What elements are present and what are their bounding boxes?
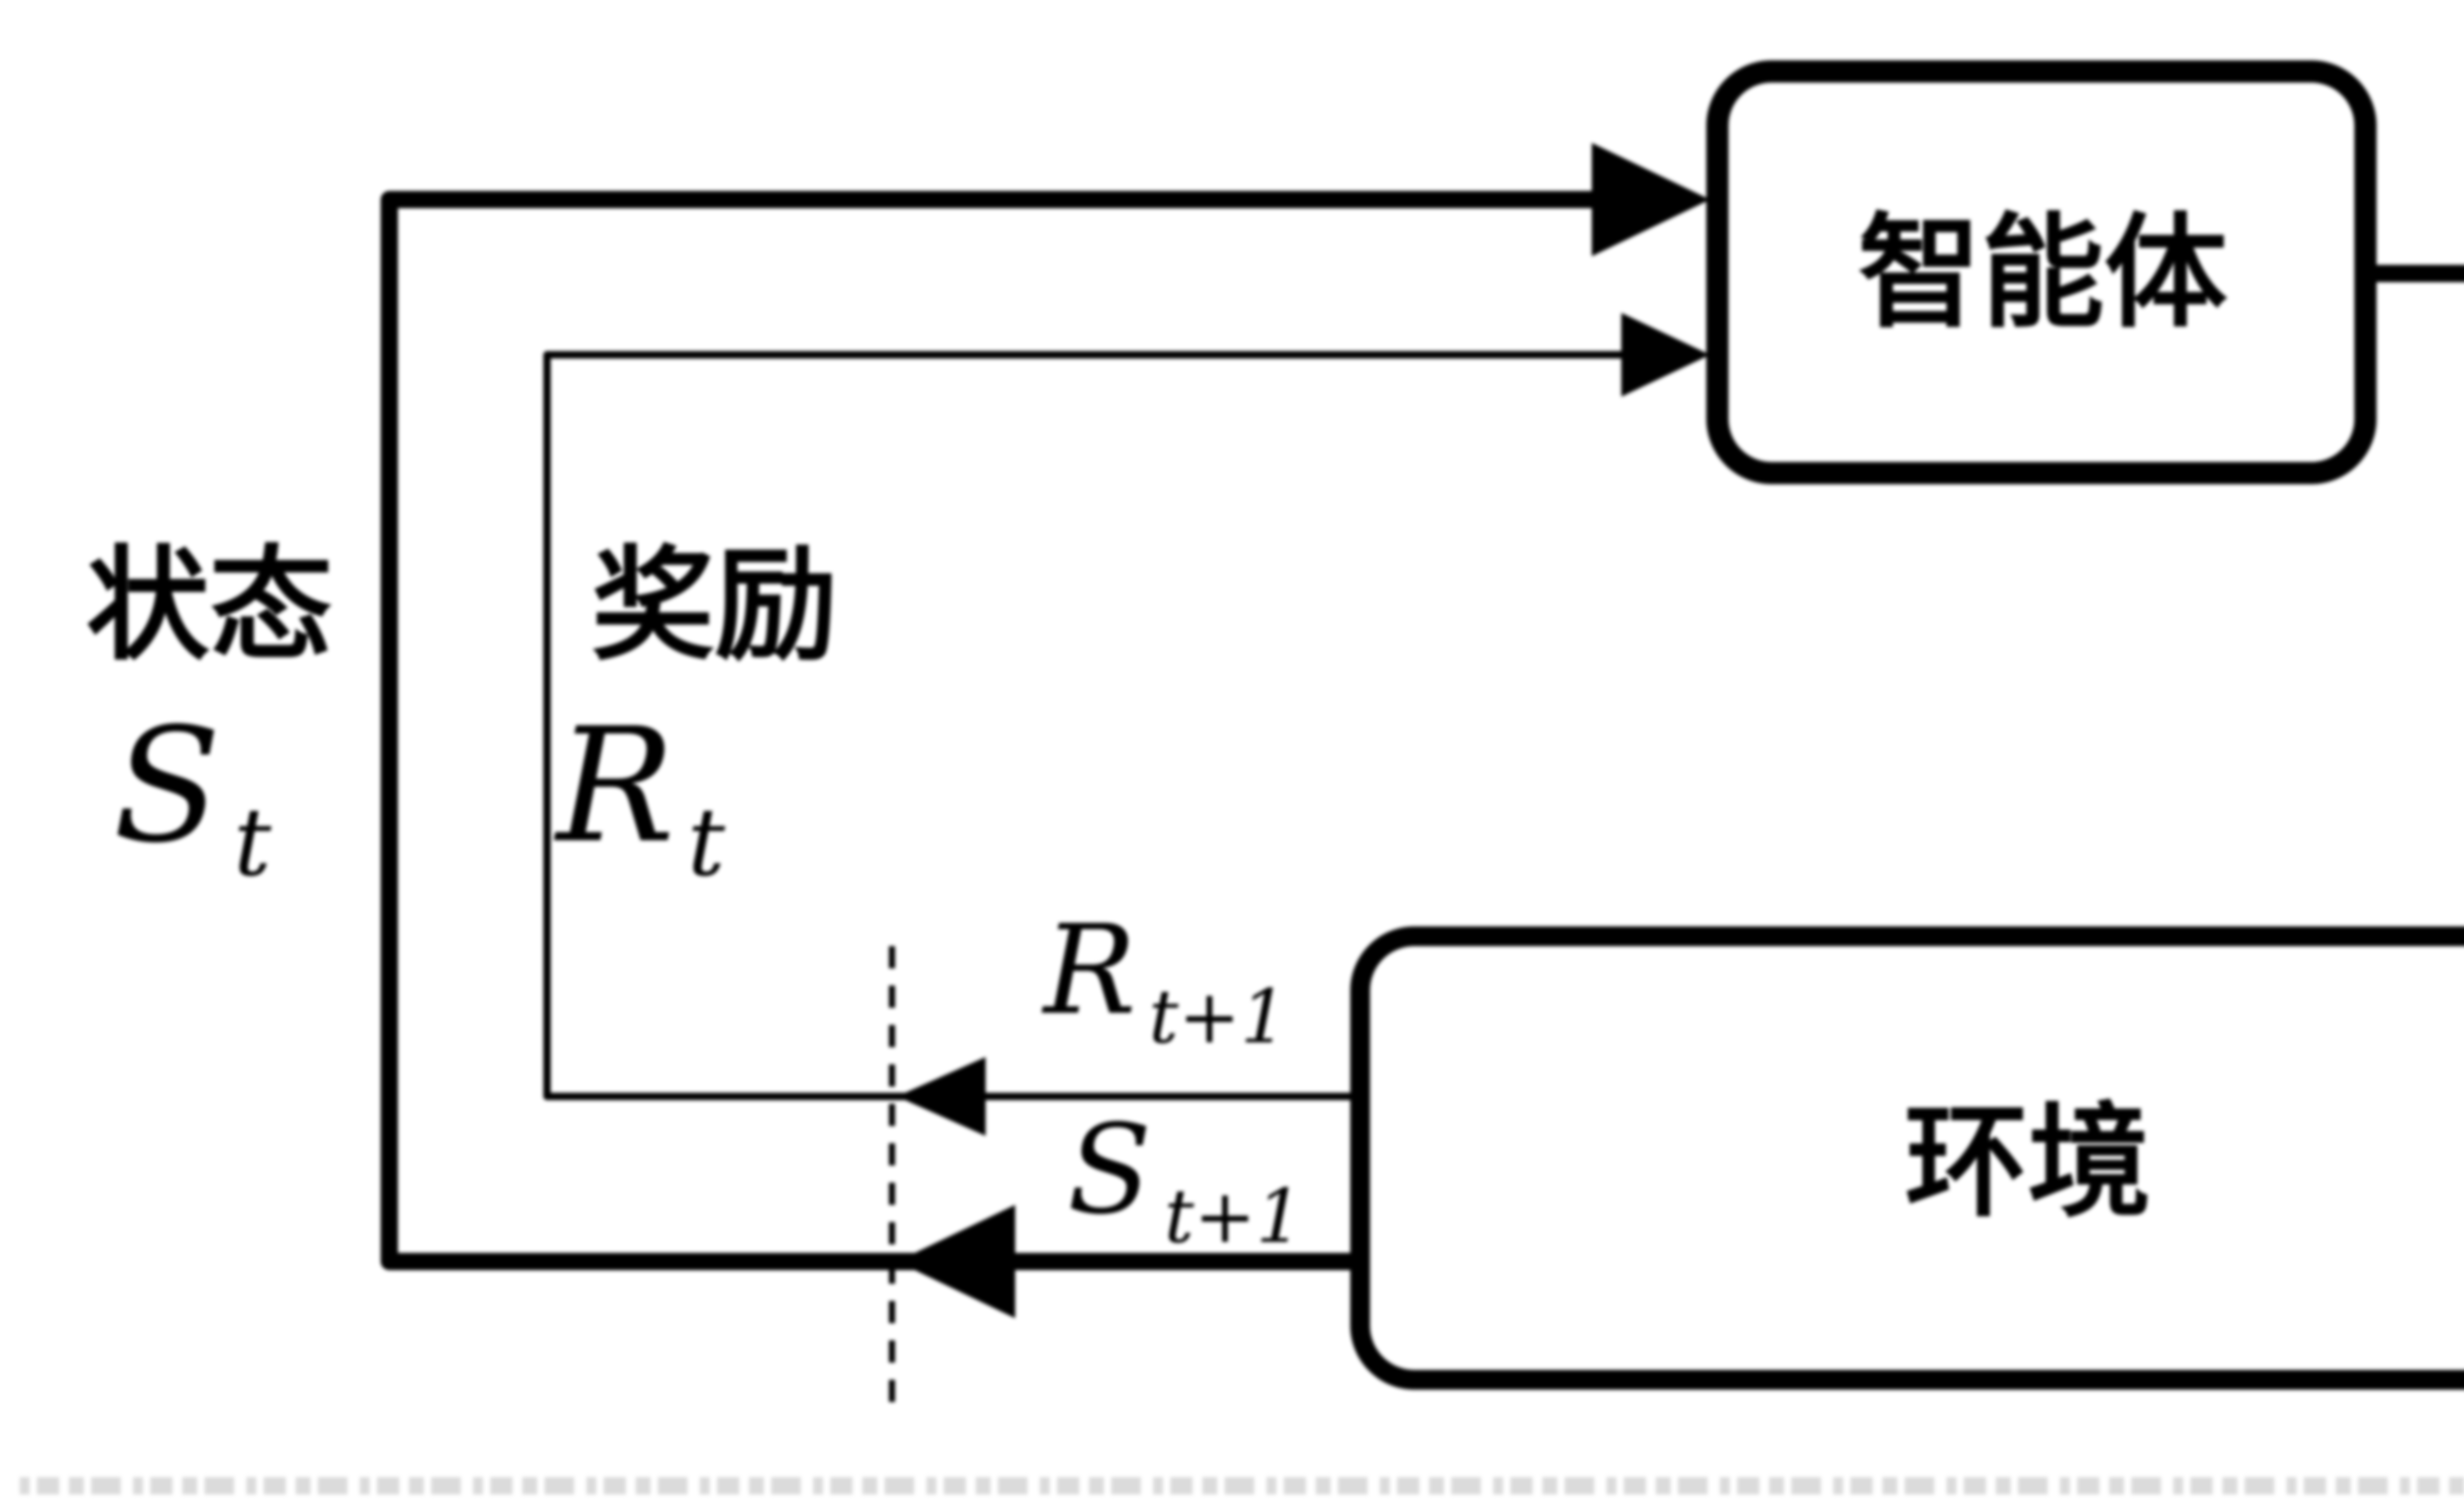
reward-symbol: R t <box>554 694 725 897</box>
agent-box <box>1706 60 2377 484</box>
state-symbol: S t <box>113 694 272 897</box>
environment-box <box>1350 926 2464 1390</box>
next-reward-arrowhead <box>897 1057 986 1136</box>
state-loop-line <box>380 191 1602 1270</box>
reward-into-agent-arrowhead <box>1621 313 1710 397</box>
agent-box-label: 智能体 <box>1858 206 2227 342</box>
reward-label: 奖励 <box>591 539 838 675</box>
state-label: 状态 <box>86 539 333 675</box>
environment-box-label: 环境 <box>1905 1095 2151 1232</box>
next-state-symbol: S t+1 <box>1067 1098 1303 1260</box>
next-reward-symbol: R t+1 <box>1041 898 1287 1060</box>
next-state-arrowhead <box>897 1205 1015 1318</box>
state-into-agent-arrowhead <box>1592 143 1710 256</box>
